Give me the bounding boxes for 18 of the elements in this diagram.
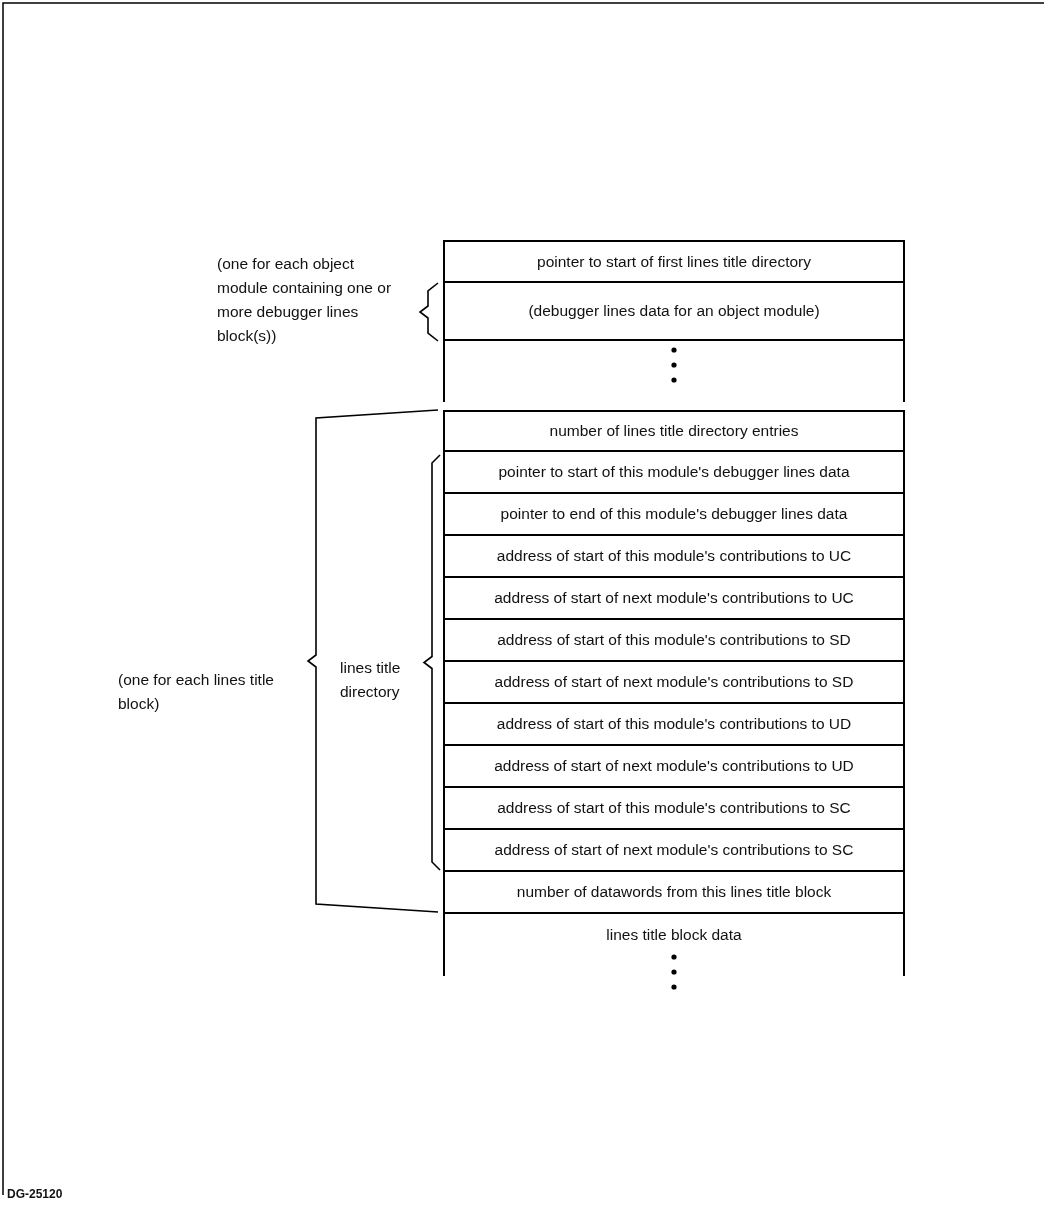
brace-note: lines title directory bbox=[340, 658, 402, 702]
memory-field: address of start of this module's contributions to SD bbox=[443, 620, 905, 662]
brace-note: (one for each lines title block) bbox=[118, 670, 275, 714]
memory-field: pointer to start of this module's debugger lines data bbox=[443, 452, 905, 494]
memory-field: address of start of next module's contributions to UD bbox=[443, 746, 905, 788]
memory-field: pointer to end of this module's debugger lines data bbox=[443, 494, 905, 536]
memory-field: address of start of this module's contributions to UC bbox=[443, 536, 905, 578]
memory-field: address of start of this module's contributions to SC bbox=[443, 788, 905, 830]
memory-field: address of start of next module's contributions to SC bbox=[443, 830, 905, 872]
memory-field: number of lines title directory entries bbox=[443, 410, 905, 452]
brace-note: (one for each object module containing one or more debugger lines block(s)) bbox=[217, 254, 393, 346]
memory-field: address of start of this module's contributions to UD bbox=[443, 704, 905, 746]
memory-field: address of start of next module's contributions to SD bbox=[443, 662, 905, 704]
memory-field: (debugger lines data for an object module) bbox=[443, 283, 905, 341]
memory-field: number of datawords from this lines title block bbox=[443, 872, 905, 914]
memory-field: address of start of next module's contributions to UC bbox=[443, 578, 905, 620]
memory-field: pointer to start of first lines title directory bbox=[443, 240, 905, 283]
figure-number: DG-25120 bbox=[7, 1186, 64, 1202]
